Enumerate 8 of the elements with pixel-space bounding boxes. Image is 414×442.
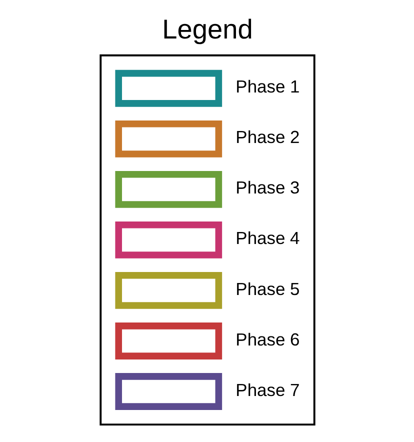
- legend-label: Phase 3: [235, 178, 300, 198]
- diagram-title: Legend: [162, 13, 252, 44]
- legend-label: Phase 5: [235, 278, 300, 299]
- legend-label: Phase 4: [235, 228, 300, 248]
- legend-label: Phase 6: [235, 329, 300, 350]
- legend-label: Phase 1: [235, 76, 300, 97]
- legend-label: Phase 2: [235, 127, 300, 148]
- legend-label: Phase 7: [235, 380, 300, 400]
